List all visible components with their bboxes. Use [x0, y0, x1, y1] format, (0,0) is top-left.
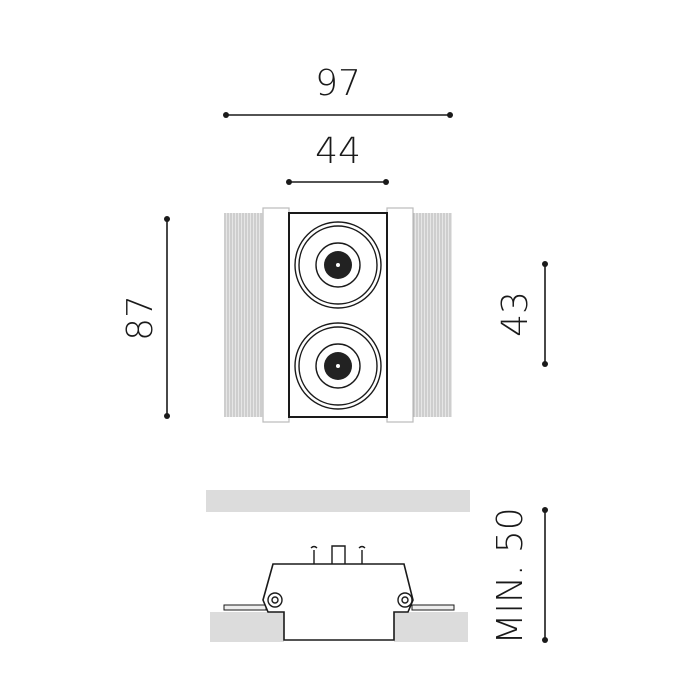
- dimension-recess-depth: MIN. 50: [490, 507, 548, 645]
- top-view: [224, 207, 452, 423]
- ceiling-slab: [206, 490, 470, 512]
- spring-screw-right-icon: [397, 592, 413, 608]
- ceiling-board-left: [210, 612, 284, 642]
- dim-label-min50: MIN. 50: [490, 507, 531, 644]
- dim-label-43: 43: [495, 291, 536, 337]
- lamp-upper: [294, 221, 382, 309]
- section-view: [206, 490, 470, 642]
- dim-label-97: 97: [315, 63, 361, 104]
- dimension-overall-width: 97: [223, 63, 453, 118]
- dimension-module-height: 43: [495, 261, 548, 367]
- lamp-lower: [294, 322, 382, 410]
- heat-sink-fins-right: [413, 213, 452, 417]
- spring-screw-left-icon: [267, 592, 283, 608]
- dimension-inner-width: 44: [286, 131, 389, 185]
- ceiling-board-right: [394, 612, 468, 642]
- dim-label-44: 44: [315, 131, 361, 172]
- dim-label-87: 87: [120, 295, 161, 341]
- heat-sink-fins-left: [224, 213, 263, 417]
- luminaire-body: [262, 563, 414, 641]
- dimension-overall-height: 87: [120, 216, 170, 419]
